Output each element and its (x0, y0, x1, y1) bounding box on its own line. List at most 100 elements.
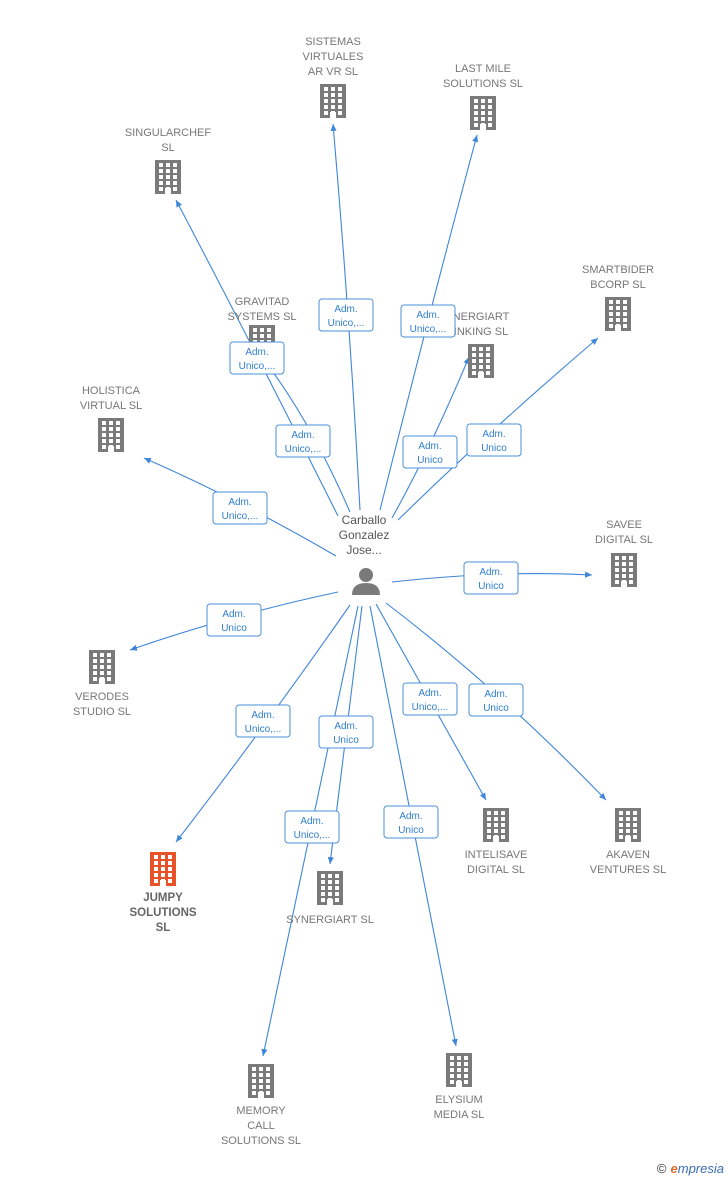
edge-label-nergiart-line-1: Adm. (418, 441, 441, 452)
company-name-jumpy-line-1: JUMPY (143, 892, 183, 904)
person-node-center[interactable]: CarballoGonzalezJose... (339, 513, 390, 595)
company-name-savee-line-2: DIGITAL SL (595, 534, 653, 546)
edge-label-elysium-line-1: Adm. (399, 811, 422, 822)
edge-label-savee[interactable]: Adm. Unico (463, 561, 519, 595)
company-name-memory-line-2: CALL (247, 1120, 275, 1132)
edge-label-holistica[interactable]: Adm.Unico,... (212, 491, 268, 525)
building-icon (98, 418, 124, 452)
edge-label-jumpy-line-1: Adm. (251, 710, 274, 721)
building-icon (483, 808, 509, 842)
person-name-line-3: Jose... (346, 543, 381, 557)
company-node-sistemas[interactable]: SISTEMAS VIRTUALES AR VR SL (303, 36, 364, 118)
company-name-sistemas-line-1: SISTEMAS (305, 36, 361, 48)
edge-label-jumpy[interactable]: Adm. Unico,... (235, 704, 291, 738)
person-icon (352, 568, 380, 595)
edge-label-sistemas[interactable]: Adm. Unico,... (318, 298, 374, 332)
edge-label-jumpy-line-2: Unico,... (245, 724, 282, 735)
company-name-smartbider-line-2: BCORP SL (590, 279, 645, 291)
company-node-savee[interactable]: SAVEE DIGITAL SL (595, 519, 653, 587)
company-name-memory-line-1: MEMORY (236, 1105, 286, 1117)
company-name-singularchef-line-2: SL (161, 142, 174, 154)
company-name-sistemas-line-2: VIRTUALES (303, 51, 364, 63)
company-name-nergiart-line-2: INKING SL (454, 326, 508, 338)
edge-label-singularchef[interactable]: Adm.Unico,... (229, 341, 285, 375)
building-icon (320, 84, 346, 118)
edge-label-elysium[interactable]: Adm. Unico (383, 805, 439, 839)
company-name-verodes-line-1: VERODES (75, 691, 129, 703)
building-icon (248, 1064, 274, 1098)
edge-label-lastmile[interactable]: Adm. Unico,... (400, 304, 456, 338)
edge-label-savee-line-1: Adm. (479, 567, 502, 578)
nodes-layer: SISTEMAS VIRTUALES AR VR SL LAST MILESOLUTI… (73, 36, 666, 1147)
edge-label-smartbider-line-1: Adm. (482, 429, 505, 440)
person-name-line-1: Carballo (342, 513, 387, 527)
company-name-akaven-line-2: VENTURES SL (590, 864, 666, 876)
edge-label-gravitad[interactable]: Adm. Unico,... (275, 424, 331, 458)
company-name-gravitad-line-1: GRAVITAD (235, 296, 290, 308)
edge-label-synergiart[interactable]: Adm.Unico (318, 715, 374, 749)
edge-label-verodes-line-2: Unico (221, 623, 247, 634)
empresia-watermark: ©empresia (657, 1161, 724, 1176)
company-name-jumpy-line-2: SOLUTIONS (129, 907, 196, 919)
company-name-intelisave-line-2: DIGITAL SL (467, 864, 525, 876)
company-name-singularchef-line-1: SINGULARCHEF (125, 127, 211, 139)
edge-label-sistemas-line-1: Adm. (334, 304, 357, 315)
edge-label-holistica-line-2: Unico,... (222, 511, 259, 522)
company-name-holistica-line-2: VIRTUAL SL (80, 400, 142, 412)
brand-name: mpresia (677, 1161, 724, 1176)
edge-label-lastmile-line-2: Unico,... (410, 324, 447, 335)
company-name-lastmile-line-2: SOLUTIONS SL (443, 78, 523, 90)
company-node-synergiart[interactable]: SYNERGIART SL (286, 871, 374, 926)
edge-label-lastmile-line-1: Adm. (416, 310, 439, 321)
company-node-singularchef[interactable]: SINGULARCHEF SL (125, 127, 211, 194)
company-name-synergiart-line-1: SYNERGIART SL (286, 914, 374, 926)
copyright-symbol: © (656, 1161, 667, 1176)
edge-label-memory[interactable]: Adm.Unico,... (284, 810, 340, 844)
building-icon (611, 553, 637, 587)
company-name-savee-line-1: SAVEE (606, 519, 642, 531)
edge-label-gravitad-line-1: Adm. (291, 430, 314, 441)
building-icon (605, 297, 631, 331)
company-node-holistica[interactable]: HOLISTICA VIRTUAL SL (80, 385, 142, 452)
company-node-akaven[interactable]: AKAVEN VENTURES SL (590, 808, 666, 876)
building-icon (317, 871, 343, 905)
edge-label-verodes[interactable]: Adm. Unico (206, 603, 262, 637)
edge-label-sistemas-line-2: Unico,... (328, 318, 365, 329)
building-icon (89, 650, 115, 684)
edge-label-savee-line-2: Unico (478, 581, 504, 592)
edge-label-gravitad-line-2: Unico,... (285, 444, 322, 455)
building-icon (470, 96, 496, 130)
company-name-sistemas-line-3: AR VR SL (308, 66, 358, 78)
edge-labels-layer: Adm. Unico,... Adm. Unico,... Adm. Unico,... A… (206, 298, 524, 844)
company-name-elysium-line-2: MEDIA SL (434, 1109, 485, 1121)
building-icon (446, 1053, 472, 1087)
person-name-line-2: Gonzalez (339, 528, 390, 542)
edge-label-verodes-line-1: Adm. (222, 609, 245, 620)
building-icon (468, 344, 494, 378)
edge-label-memory-line-1: Adm. (300, 816, 323, 827)
company-name-akaven-line-1: AKAVEN (606, 849, 650, 861)
edge-label-smartbider-line-2: Unico (481, 443, 507, 454)
edge-label-akaven[interactable]: Adm. Unico (468, 683, 524, 717)
edge-label-intelisave[interactable]: Adm.Unico,... (402, 682, 458, 716)
company-name-holistica-line-1: HOLISTICA (82, 385, 141, 397)
company-name-gravitad-line-2: SYSTEMS SL (227, 311, 296, 323)
edge-label-akaven-line-1: Adm. (484, 689, 507, 700)
building-icon (155, 160, 181, 194)
edge-label-synergiart-line-1: Adm. (334, 721, 357, 732)
edge-label-nergiart[interactable]: Adm.Unico (402, 435, 458, 469)
edge-label-elysium-line-2: Unico (398, 825, 424, 836)
edge-label-smartbider[interactable]: Adm. Unico (466, 423, 522, 457)
edge-label-singularchef-line-1: Adm. (245, 347, 268, 358)
edge-label-akaven-line-2: Unico (483, 703, 509, 714)
edge-label-intelisave-line-2: Unico,... (412, 702, 449, 713)
